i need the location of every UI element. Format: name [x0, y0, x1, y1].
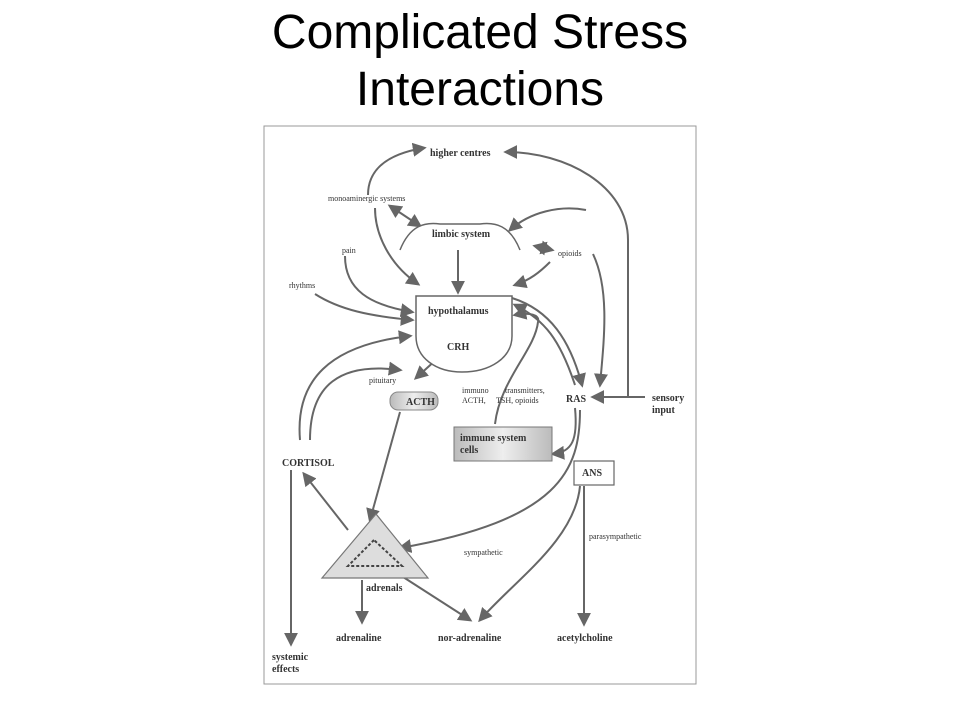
immune-cells-box: [453, 426, 553, 462]
parasympathetic-label: parasympathetic: [589, 532, 642, 541]
cortisol-label: CORTISOL: [282, 458, 335, 469]
ras-label: RAS: [566, 394, 586, 405]
ans-label: ANS: [582, 468, 602, 479]
arrow-ans-to-noradrenaline: [478, 485, 581, 623]
arrow-monoaminergic-to-hypothalamus: [374, 207, 421, 286]
acetylcholine-label: acetylcholine: [557, 633, 613, 644]
transmitters-label: transmitters,: [505, 386, 545, 395]
arrow-immune-to-hypothalamus: [494, 305, 540, 425]
systemic-effects-label-line-2: effects: [272, 664, 299, 675]
arrow-opioids-to-ras: [592, 253, 608, 388]
arrow-cortisol-to-pituitary: [309, 361, 403, 441]
arrow-adrenals-to-cortisol: [302, 471, 349, 531]
opioids-label: opioids: [558, 249, 582, 258]
immuno-label: immuno: [462, 386, 489, 395]
slide-title-line-2: Interactions: [355, 63, 605, 116]
limbic-system-shape: [399, 222, 521, 251]
pain-label: pain: [342, 246, 356, 255]
adrenals-label: adrenals: [366, 583, 403, 594]
hypothalamus-box: [415, 295, 513, 373]
arrow-sensory-to-higher-centres: [503, 145, 629, 396]
higher-centres-label: higher centres: [430, 148, 491, 159]
arrow-monoaminergic-limbic: [387, 204, 423, 228]
hypothalamus-label: hypothalamus: [428, 306, 489, 317]
limbic-system-label: limbic system: [432, 229, 491, 240]
arrow-opioids-to-hypothalamus: [512, 261, 551, 289]
slide-title: Complicated Stress Interactions: [0, 0, 960, 118]
adrenaline-label: adrenaline: [336, 633, 382, 644]
systemic-effects-label-line-1: systemic: [272, 652, 309, 663]
arrow-limbic-opioids: [532, 240, 555, 256]
acth-box: [389, 391, 439, 411]
slide-title-line-1: Complicated Stress: [271, 6, 689, 59]
arrow-ras-to-immune: [550, 407, 577, 460]
sensory-input-label-line-2: input: [652, 405, 675, 416]
arrow-higher-to-limbic: [507, 207, 587, 232]
sensory-input-label-line-1: sensory: [652, 393, 684, 404]
arrow-ras-sympathetic: [397, 409, 581, 553]
immune-cells-label-line-1: immune system: [460, 433, 527, 444]
monoaminergic-systems-label: monoaminergic systems: [328, 194, 405, 203]
adrenals-triangle: [320, 513, 430, 579]
rhythms-label: rhythms: [289, 281, 315, 290]
tsh-opioids-label: TSH, opioids: [496, 396, 539, 405]
acth-small-label: ACTH,: [462, 396, 486, 405]
noradrenaline-label: nor-adrenaline: [438, 633, 502, 644]
ans-box: [573, 460, 615, 486]
arrow-adrenals-to-noradrenaline: [399, 574, 473, 622]
arrow-acth-to-adrenals: [366, 411, 401, 523]
figure-frame: [263, 125, 697, 685]
acth-label: ACTH: [406, 397, 435, 408]
arrow-monoaminergic-to-higher-centres: [367, 142, 427, 196]
arrow-rhythms-to-hypothalamus: [314, 293, 415, 326]
pituitary-label: pituitary: [369, 376, 396, 385]
arrow-pain-to-hypothalamus: [344, 255, 415, 318]
crh-label: CRH: [447, 342, 469, 353]
arrow-hypothalamus-to-ras: [511, 297, 586, 388]
arrow-cortisol-to-hypothalamus: [298, 330, 413, 441]
immune-cells-label-line-2: cells: [460, 445, 478, 456]
sympathetic-label: sympathetic: [464, 548, 503, 557]
